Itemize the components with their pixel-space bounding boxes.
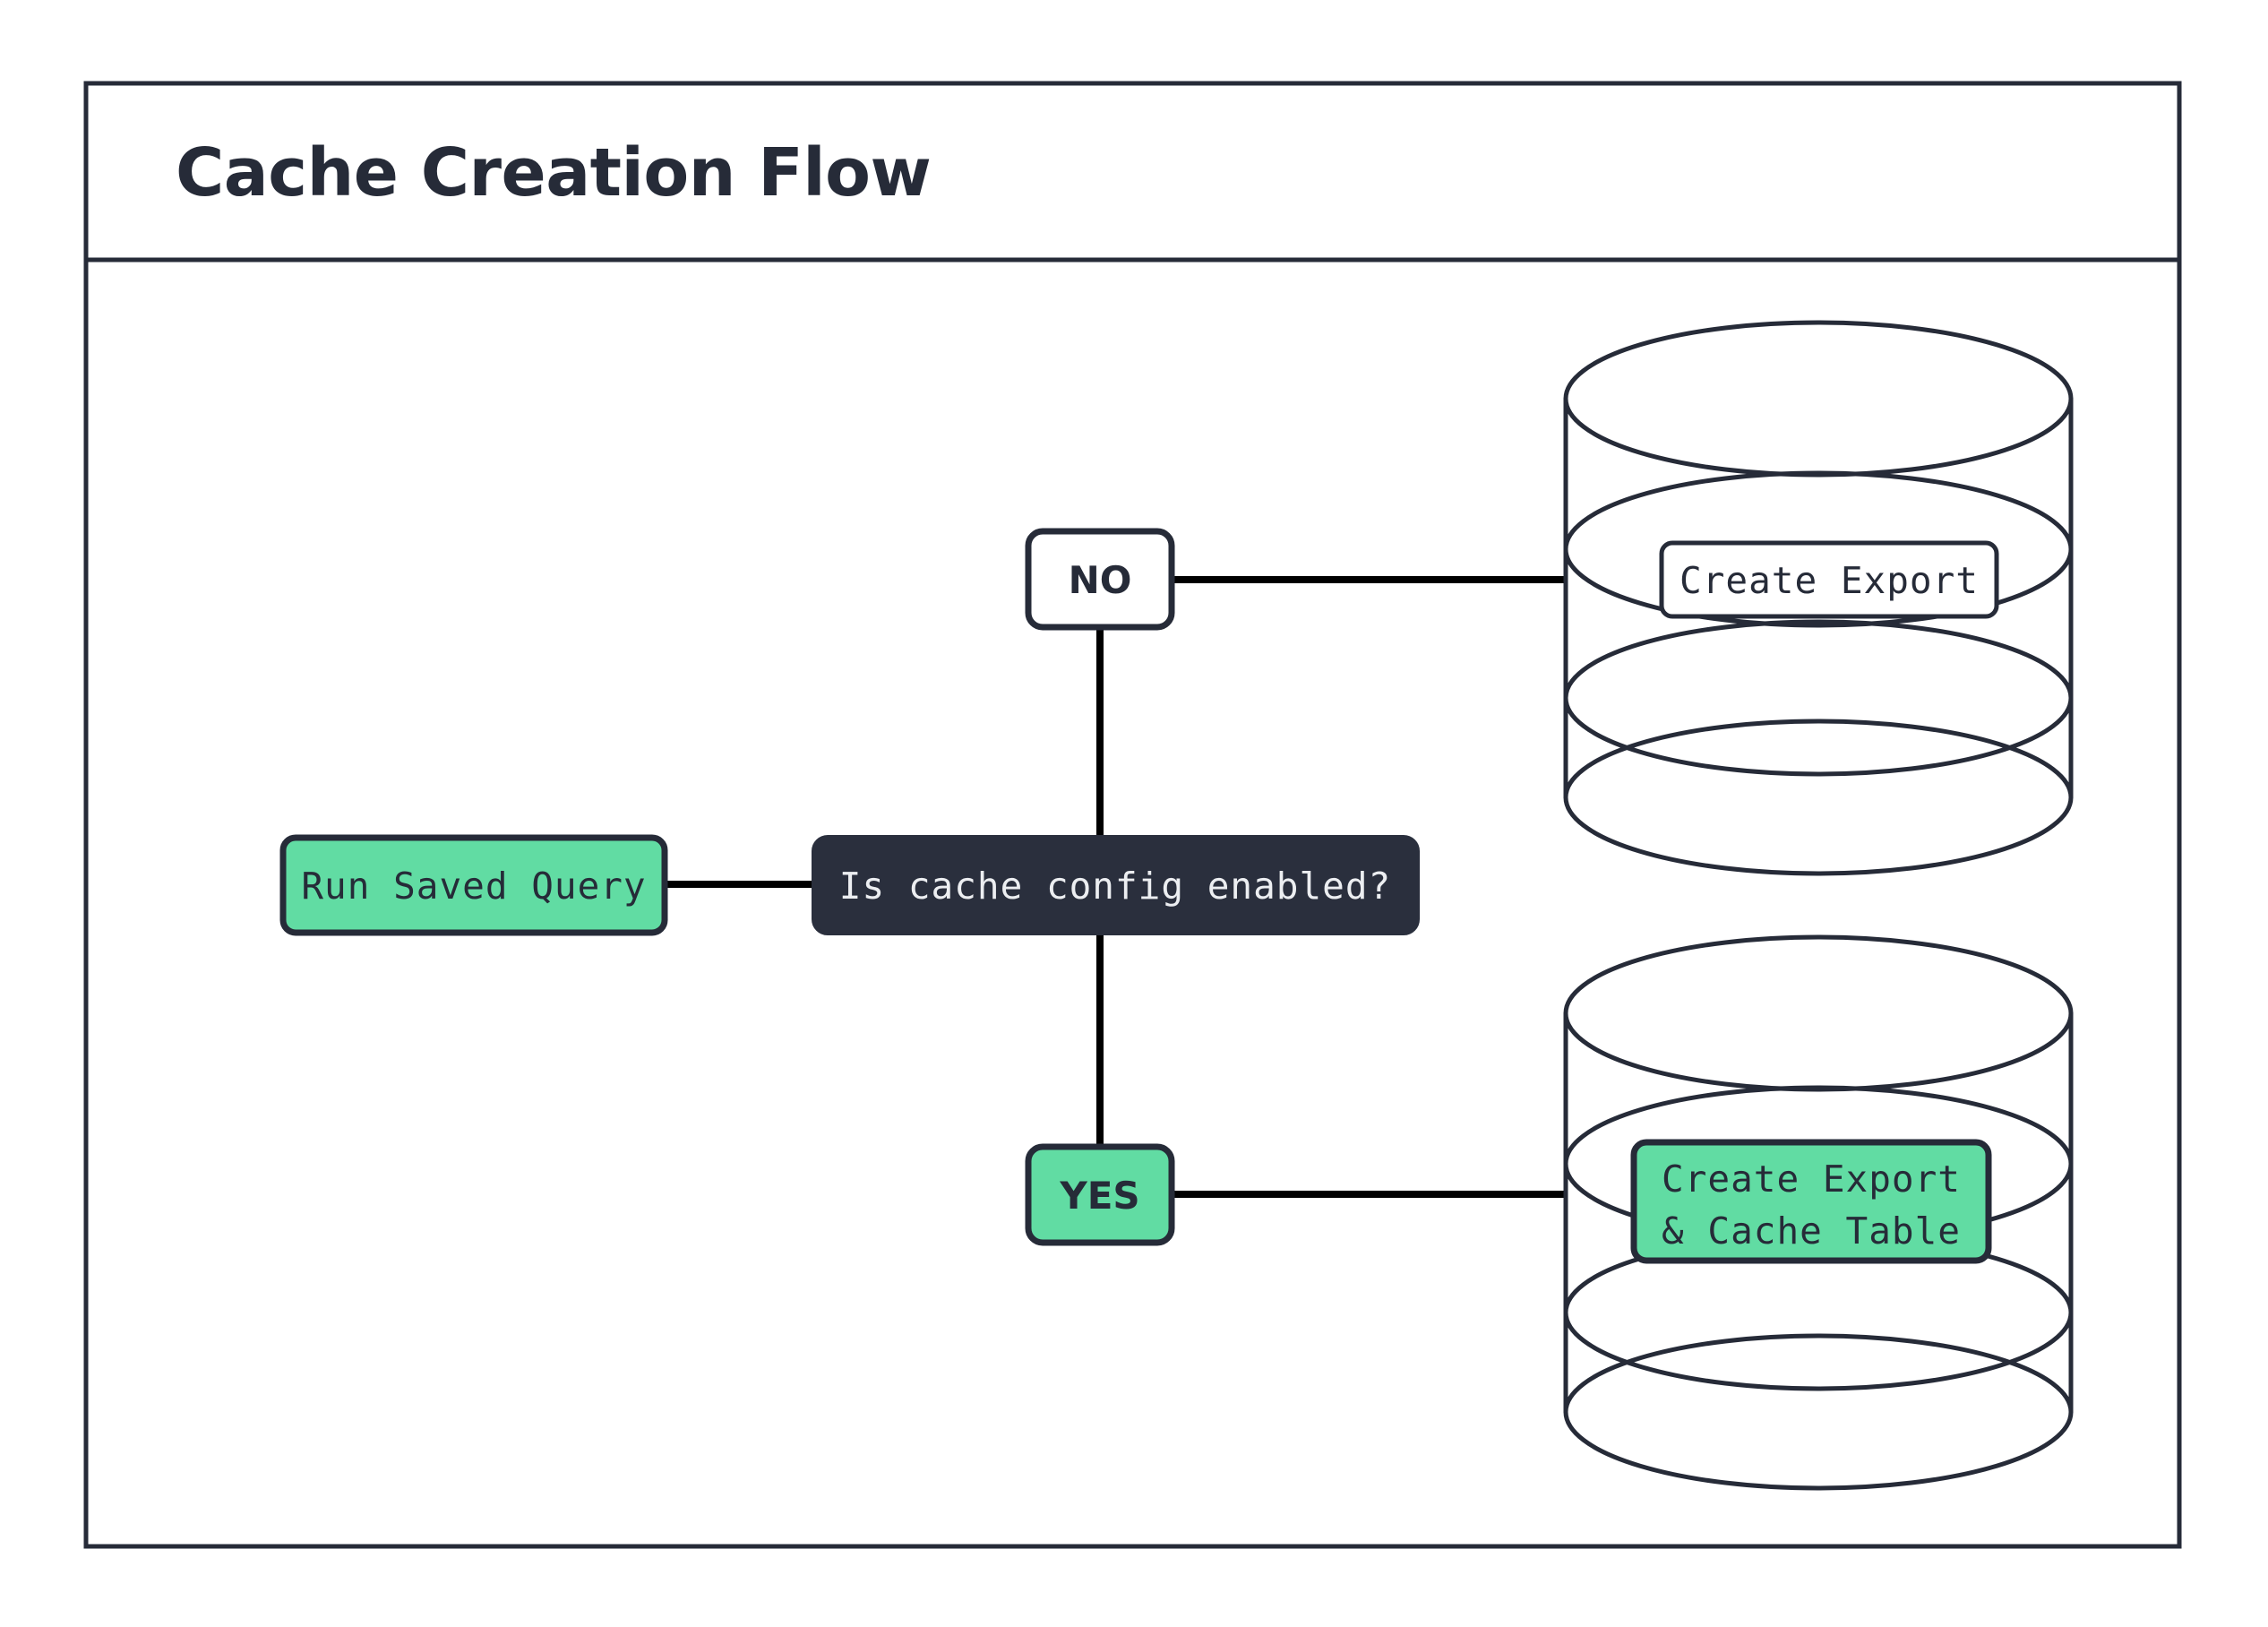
database-top-body-fill <box>1566 399 2071 874</box>
database-top[interactable]: Create Export <box>1563 320 2074 876</box>
branch-no-label: NO <box>1069 558 1132 602</box>
run-saved-query-label: Run Saved Query <box>301 865 646 908</box>
database-top-label: Create Export <box>1680 559 1979 602</box>
decision-label: Is cache config enabled? <box>839 865 1391 908</box>
database-bottom-disk-4 <box>1563 1333 2074 1491</box>
branch-no-node[interactable]: NO <box>1025 528 1175 631</box>
database-top-disk-4 <box>1563 719 2074 876</box>
database-top-disk-2 <box>1563 470 2074 628</box>
decision-node[interactable]: Is cache config enabled? <box>812 835 1420 935</box>
database-top-label-box <box>1659 540 1999 619</box>
run-saved-query-box[interactable] <box>279 834 668 936</box>
database-bottom-label-box <box>1630 1139 1992 1264</box>
branch-yes-box[interactable] <box>1025 1143 1175 1246</box>
database-bottom-label-line2: & Cache Table <box>1662 1209 1961 1253</box>
database-bottom-label-line1: Create Export <box>1662 1158 1961 1201</box>
branch-yes-node[interactable]: YES <box>1025 1143 1175 1246</box>
decision-box[interactable] <box>812 835 1420 935</box>
run-saved-query-node[interactable]: Run Saved Query <box>279 834 668 936</box>
diagram-frame <box>83 81 2182 1549</box>
database-bottom[interactable]: Create Export & Cache Table <box>1563 934 2074 1491</box>
database-top-disk-3 <box>1563 619 2074 777</box>
branch-yes-label: YES <box>1059 1174 1139 1218</box>
branch-no-box[interactable] <box>1025 528 1175 631</box>
page-title: Cache Creation Flow <box>176 134 931 211</box>
